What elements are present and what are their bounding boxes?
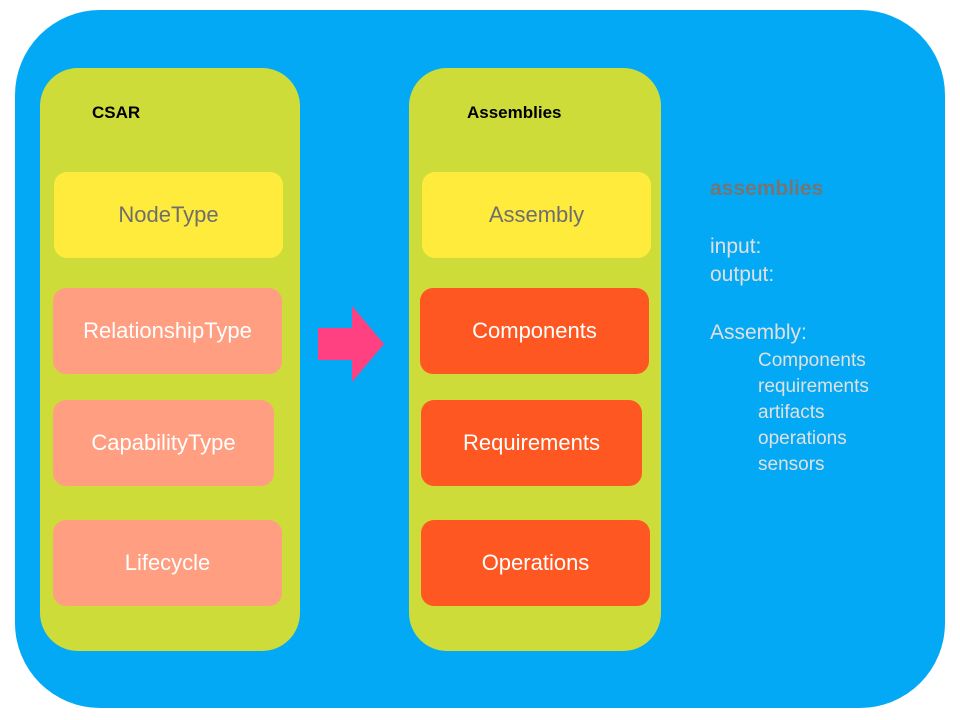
lifecycle-box: Lifecycle	[53, 520, 282, 606]
right-arrow-icon	[318, 306, 384, 382]
operations-box: Operations	[421, 520, 650, 606]
csar-column-title: CSAR	[92, 103, 141, 122]
assemblies-column-title: Assemblies	[467, 103, 562, 122]
side-panel-output-label: output:	[710, 263, 775, 286]
side-panel-assembly-item: artifacts	[758, 402, 825, 423]
side-panel-assembly-label: Assembly:	[710, 321, 807, 344]
components-box: Components	[420, 288, 649, 374]
side-panel-assembly-item: operations	[758, 428, 847, 449]
side-panel-input-label: input:	[710, 235, 762, 258]
nodetype-box: NodeType	[54, 172, 283, 258]
side-panel-assembly-item: sensors	[758, 454, 825, 475]
side-panel-heading: assemblies	[710, 177, 824, 200]
capabilitytype-box: CapabilityType	[53, 400, 274, 486]
relationshiptype-box: RelationshipType	[53, 288, 282, 374]
side-panel-assembly-item: Components	[758, 350, 866, 371]
assembly-box: Assembly	[422, 172, 651, 258]
requirements-box: Requirements	[421, 400, 642, 486]
side-panel-assembly-item: requirements	[758, 376, 869, 397]
